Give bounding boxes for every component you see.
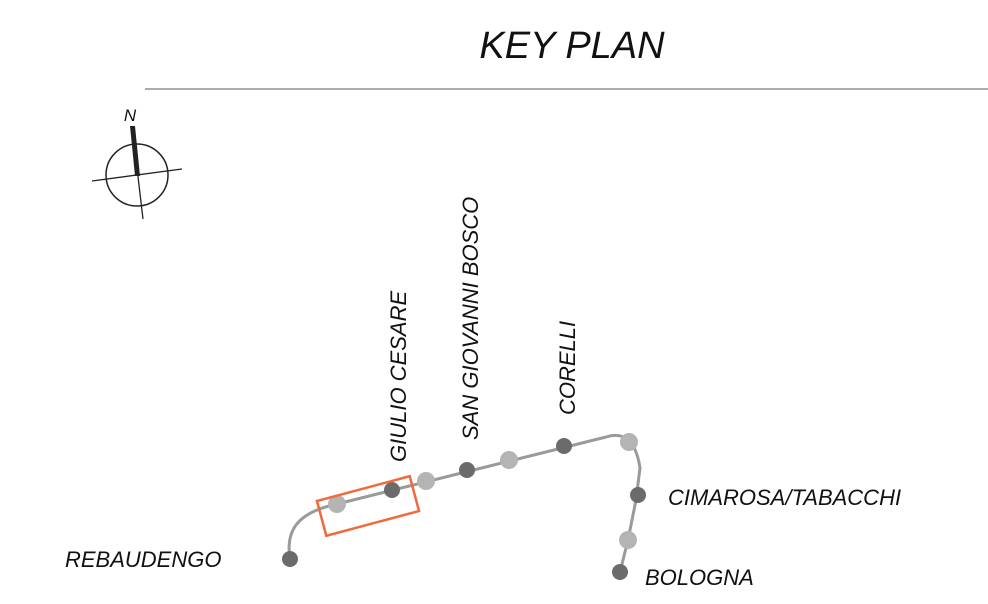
station-intermediate-3[interactable] <box>500 451 518 469</box>
label-giulio-cesare: GIULIO CESARE <box>386 291 411 462</box>
station-bologna[interactable] <box>612 564 628 580</box>
highlight-box <box>315 474 421 538</box>
north-arrow-icon <box>91 125 183 220</box>
station-rebaudengo[interactable] <box>282 551 298 567</box>
station-corelli[interactable] <box>556 438 572 454</box>
label-san-giovanni-bosco: SAN GIOVANNI BOSCO <box>458 197 483 440</box>
label-bologna: BOLOGNA <box>645 565 754 590</box>
station-san-giovanni-bosco[interactable] <box>459 462 475 478</box>
station-intermediate-4[interactable] <box>620 433 638 451</box>
label-corelli: CORELLI <box>555 321 580 415</box>
north-label: N <box>124 106 137 125</box>
key-plan-title: KEY PLAN <box>479 25 665 67</box>
station-intermediate-1[interactable] <box>328 495 346 513</box>
station-intermediate-5[interactable] <box>619 531 637 549</box>
label-cimarosa-tabacchi: CIMAROSA/TABACCHI <box>668 485 901 510</box>
station-giulio-cesare[interactable] <box>384 482 400 498</box>
station-cimarosa-tabacchi[interactable] <box>630 487 646 503</box>
stations-layer <box>282 433 646 580</box>
metro-line <box>287 434 642 574</box>
label-rebaudengo: REBAUDENGO <box>65 547 221 572</box>
station-intermediate-2[interactable] <box>417 472 435 490</box>
